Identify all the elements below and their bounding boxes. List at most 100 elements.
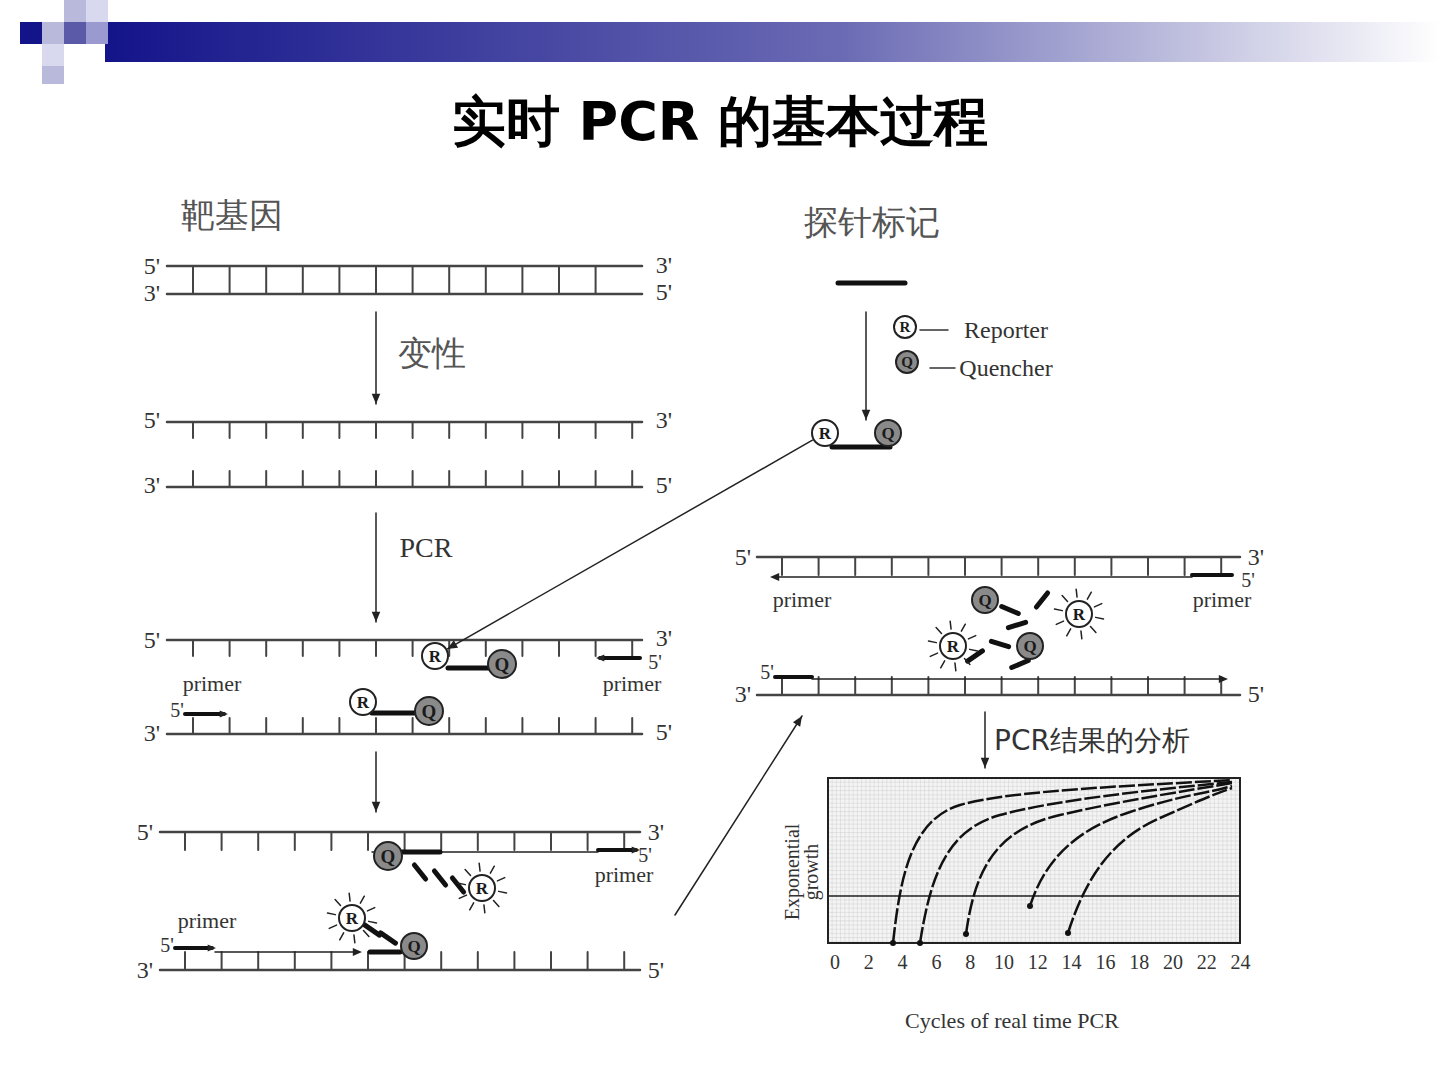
probe-fragment <box>452 878 463 892</box>
grid-line <box>1025 778 1026 943</box>
fluorescence-ray <box>1080 631 1082 639</box>
quencher-circle: Q <box>874 419 902 447</box>
fluorescence-ray <box>459 895 466 898</box>
fluorescence-ray <box>367 908 374 911</box>
header-square <box>86 0 108 22</box>
grid-line <box>874 778 875 943</box>
base-pair <box>265 266 267 294</box>
header-square <box>64 0 86 22</box>
fluorescence-ray <box>1094 604 1101 607</box>
base-tick <box>412 471 414 487</box>
grid-line <box>828 832 1240 833</box>
node-text: Q <box>901 355 913 370</box>
text-label: 5' <box>735 545 751 569</box>
grid-line <box>828 899 1240 900</box>
base-tick <box>558 640 560 656</box>
grid-line <box>832 778 833 943</box>
grid-line <box>1038 778 1039 943</box>
fluorescence-ray <box>928 641 936 643</box>
grid-line <box>903 778 904 943</box>
arrow-head <box>793 716 802 727</box>
grid-line <box>886 778 887 943</box>
legend-dash <box>930 367 955 369</box>
base-tick <box>513 832 515 850</box>
base-tick <box>448 718 450 734</box>
text-label: 3' <box>137 958 153 982</box>
slide-title: 实时 PCR 的基本过程 <box>452 86 988 159</box>
dna-strand <box>167 486 642 489</box>
grid-line <box>1000 778 1001 943</box>
base-pair <box>485 266 487 294</box>
base-tick <box>221 832 223 850</box>
grid-line <box>1147 778 1148 943</box>
grid-line <box>828 790 1240 791</box>
grid-line <box>844 778 845 943</box>
fluorescence-ray <box>470 903 474 910</box>
text-label: 4 <box>898 952 908 972</box>
reporter-circle: R <box>421 642 449 670</box>
base-tick <box>375 640 377 656</box>
node-text: R <box>947 638 959 655</box>
base-tick <box>294 952 296 970</box>
grid-line <box>1080 778 1081 943</box>
grid-line <box>1193 778 1194 943</box>
grid-line <box>828 929 1240 930</box>
base-tick <box>192 718 194 734</box>
grid-line <box>1101 778 1102 943</box>
quencher-circle: Q <box>373 841 403 871</box>
quencher-circle: Q <box>1016 632 1044 660</box>
curve-start-dot <box>1065 930 1071 936</box>
text-label: 0 <box>830 952 840 972</box>
text-label: primer <box>183 673 242 695</box>
grid-line <box>878 778 879 943</box>
grid-line <box>861 778 862 943</box>
base-tick <box>550 952 552 970</box>
grid-line <box>1201 778 1202 943</box>
base-tick <box>587 952 589 970</box>
base-tick <box>550 832 552 850</box>
base-tick <box>485 471 487 487</box>
grid-line <box>828 925 1240 926</box>
text-label: primer <box>773 589 832 611</box>
grid-line <box>828 912 1240 913</box>
arrow-head <box>1219 675 1228 683</box>
grid-line <box>828 828 1240 829</box>
grid-line <box>954 778 955 943</box>
arrow-head <box>862 410 871 420</box>
arrow-head <box>372 802 381 812</box>
curve-start-dot <box>1027 903 1033 909</box>
new-strand <box>776 576 1192 578</box>
dna-strand <box>167 733 642 736</box>
base-pair <box>302 266 304 294</box>
probe-bar <box>370 950 400 955</box>
grid-line <box>1138 778 1139 943</box>
fluorescence-ray <box>964 659 969 665</box>
text-label: 3' <box>656 408 672 432</box>
base-tick <box>631 422 633 438</box>
base-tick <box>448 471 450 487</box>
text-label: 5' <box>160 935 174 955</box>
grid-line <box>865 778 866 943</box>
grid-line <box>920 778 921 943</box>
grid-line <box>828 820 1240 821</box>
node-text: R <box>346 910 358 927</box>
grid-line <box>1126 778 1127 943</box>
text-label: 5' <box>170 700 184 720</box>
base-tick <box>631 640 633 656</box>
header-band <box>105 22 1440 62</box>
fluorescence-ray <box>1096 617 1104 619</box>
fluorescence-ray <box>335 900 340 906</box>
text-label: 20 <box>1163 952 1183 972</box>
arrow-line <box>375 513 377 622</box>
text-label: 14 <box>1062 952 1082 972</box>
grid-line <box>828 841 1240 842</box>
dna-strand <box>167 293 642 296</box>
text-label: 10 <box>994 952 1014 972</box>
base-tick <box>631 471 633 487</box>
text-label: 22 <box>1197 952 1217 972</box>
text-label: primer <box>178 910 237 932</box>
grid-line <box>966 778 967 943</box>
primer-bar <box>598 848 636 852</box>
base-tick <box>558 471 560 487</box>
fluorescence-ray <box>949 621 951 629</box>
